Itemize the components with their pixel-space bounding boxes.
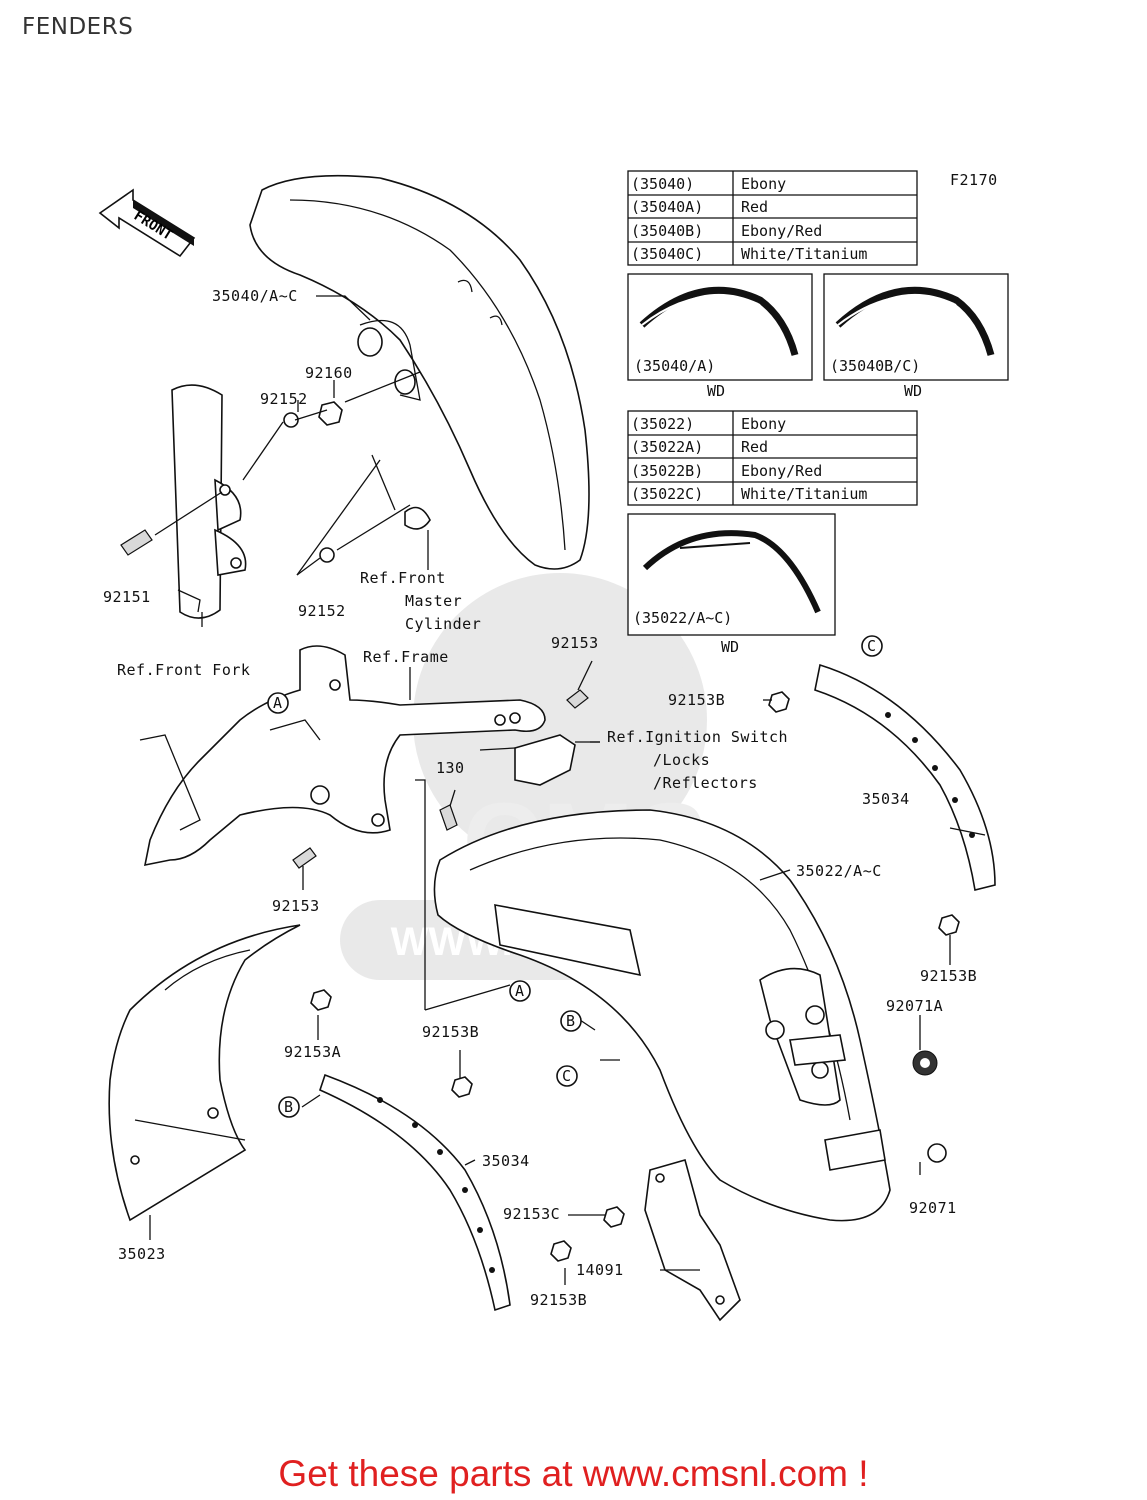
front-arrow-icon: FRONT: [98, 188, 196, 258]
rear-fender: [433, 809, 891, 1222]
ref-ignition-switch: /Locks: [653, 751, 710, 769]
table-cell-code: (35040): [631, 175, 694, 193]
fender-skirt: [108, 924, 301, 1222]
inset-front-fender-bc: (35040B/C) WD: [823, 273, 1009, 400]
part-number-92151: 92151: [103, 588, 151, 606]
part-number-92071: 92071: [909, 1199, 957, 1217]
nut-icon: [310, 989, 332, 1011]
page-title: FENDERS: [22, 14, 134, 40]
part-number-130: 130: [436, 759, 465, 777]
part-number-35034: 35034: [862, 790, 910, 808]
rear-rail-lower: [319, 1073, 511, 1312]
table-cell-code: (35040B): [631, 222, 703, 240]
part-number-92152: 92152: [298, 602, 346, 620]
callout-c-label: C: [867, 637, 877, 655]
table-cell-color: Ebony/Red: [741, 222, 822, 240]
part-number-92160: 92160: [305, 364, 353, 382]
nut-icon: [451, 1076, 473, 1098]
table-cell-code: (35022A): [631, 438, 703, 456]
inset-note: WD: [904, 382, 922, 400]
part-number-14091: 14091: [576, 1261, 624, 1279]
table-cell-code: (35022C): [631, 485, 703, 503]
inset-rear-fender: (35022/A~C) WD: [627, 513, 836, 656]
front-fork: [171, 384, 247, 619]
ignition-bracket: [479, 734, 600, 786]
grommet-icon: [927, 1143, 947, 1163]
table-cell-code: (35040C): [631, 245, 703, 263]
ref-frame: Ref.Frame: [363, 648, 449, 666]
front-fender-color-table: (35040) Ebony (35040A) Red (35040B) Ebon…: [627, 170, 918, 266]
part-number-92153b: 92153B: [668, 691, 725, 709]
washer-icon: [319, 547, 335, 563]
nut-icon: [318, 401, 343, 426]
table-cell-color: Red: [741, 198, 768, 216]
footer-link[interactable]: Get these parts at www.cmsnl.com !: [278, 1453, 869, 1494]
bolt-icon: [120, 529, 153, 556]
callout-c-label: C: [562, 1067, 572, 1085]
table-cell-code: (35022B): [631, 462, 703, 480]
inset-code: (35022/A~C): [633, 609, 732, 627]
table-cell-color: White/Titanium: [741, 485, 867, 503]
frame: [139, 645, 546, 867]
inset-note: WD: [707, 382, 725, 400]
callout-b-label: B: [566, 1012, 576, 1030]
part-number-35040: 35040/A~C: [212, 287, 298, 305]
inset-note: WD: [721, 638, 739, 656]
inset-code: (35040/A): [634, 357, 715, 375]
callout-b-label: B: [284, 1098, 294, 1116]
table-cell-color: Ebony/Red: [741, 462, 822, 480]
part-number-92153b: 92153B: [920, 967, 977, 985]
part-number-92153c: 92153C: [503, 1205, 560, 1223]
figure-code: F2170: [950, 171, 998, 189]
part-number-92153: 92153: [272, 897, 320, 915]
rear-bracket: [644, 1159, 741, 1322]
ref-front-master-cylinder: Master: [405, 592, 462, 610]
part-number-92153b: 92153B: [530, 1291, 587, 1309]
part-number-92153b: 92153B: [422, 1023, 479, 1041]
nut-icon: [768, 691, 790, 713]
table-cell-color: White/Titanium: [741, 245, 867, 263]
table-cell-code: (35022): [631, 415, 694, 433]
nut-icon: [603, 1206, 625, 1228]
callout-a-label: A: [273, 694, 283, 712]
callout-markers: A A B B C C: [267, 635, 883, 1118]
rear-rail-upper: [814, 663, 996, 891]
ref-front-master-cylinder: Cylinder: [405, 615, 481, 633]
ref-front-fork: Ref.Front Fork: [117, 661, 250, 679]
part-labels: 35040/A~C 92160 92152 92151 92152 Ref.Fr…: [103, 287, 977, 1309]
rear-fender-color-table: (35022) Ebony (35022A) Red (35022B) Ebon…: [627, 410, 918, 506]
part-number-35023: 35023: [118, 1245, 166, 1263]
front-fender: [249, 174, 590, 570]
part-number-92153a: 92153A: [284, 1043, 341, 1061]
rear-fasteners: [292, 689, 960, 1262]
bolt-icon: [566, 689, 589, 709]
ref-front-master-cylinder: Ref.Front: [360, 569, 446, 587]
front-fasteners: [120, 371, 431, 576]
nut-icon: [550, 1240, 572, 1262]
ref-ignition-switch: /Reflectors: [653, 774, 758, 792]
part-number-92152: 92152: [260, 390, 308, 408]
part-number-35034: 35034: [482, 1152, 530, 1170]
part-number-92071a: 92071A: [886, 997, 943, 1015]
nut-icon: [938, 914, 960, 936]
table-cell-color: Ebony: [741, 175, 786, 193]
leader-lines: [149, 295, 986, 1285]
washer-icon: [283, 412, 299, 428]
table-cell-code: (35040A): [631, 198, 703, 216]
table-cell-color: Ebony: [741, 415, 786, 433]
ref-ignition-switch: Ref.Ignition Switch: [607, 728, 788, 746]
part-number-92153: 92153: [551, 634, 599, 652]
bolt-icon: [292, 847, 317, 869]
inset-code: (35040B/C): [830, 357, 920, 375]
bolt-icon: [439, 804, 458, 831]
table-cell-color: Red: [741, 438, 768, 456]
inset-front-fender-a: (35040/A) WD: [627, 273, 813, 400]
part-number-35022: 35022/A~C: [796, 862, 882, 880]
callout-a-label: A: [515, 982, 525, 1000]
